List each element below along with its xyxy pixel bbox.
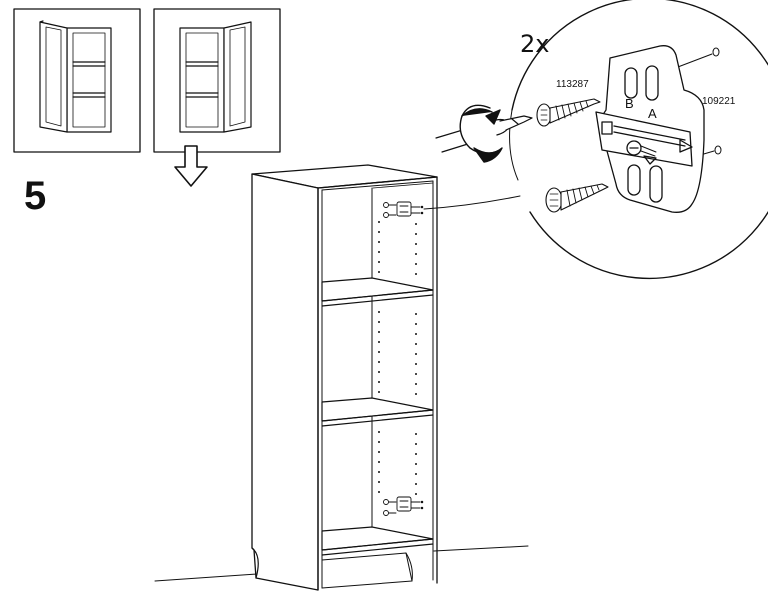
- magnified-detail: [435, 0, 768, 280]
- quantity-label: 2x: [520, 30, 550, 58]
- bookcase-illustration: [154, 164, 529, 591]
- hinge-part-number: 109221: [702, 96, 736, 107]
- hinge-plate-bottom: [383, 496, 424, 516]
- hinge-position-b: B: [625, 96, 634, 111]
- screw-part-number: 113287: [556, 79, 589, 90]
- step-number: 5: [24, 174, 47, 218]
- door-open-right-icon: [179, 21, 252, 133]
- mounting-plate: [595, 45, 705, 213]
- hollow-arrow-down-icon: [174, 145, 208, 187]
- screw-upper: [536, 98, 601, 127]
- option-door-right-panel: [153, 8, 281, 153]
- option-door-left-panel: [13, 8, 141, 153]
- hinge-plate-top: [383, 201, 424, 218]
- hinge-position-a: A: [648, 106, 657, 121]
- screw-lower: [545, 183, 609, 213]
- door-open-left-icon: [39, 20, 112, 133]
- shelf-pin-holes: [378, 221, 417, 495]
- rotate-clockwise-icon: [459, 104, 503, 163]
